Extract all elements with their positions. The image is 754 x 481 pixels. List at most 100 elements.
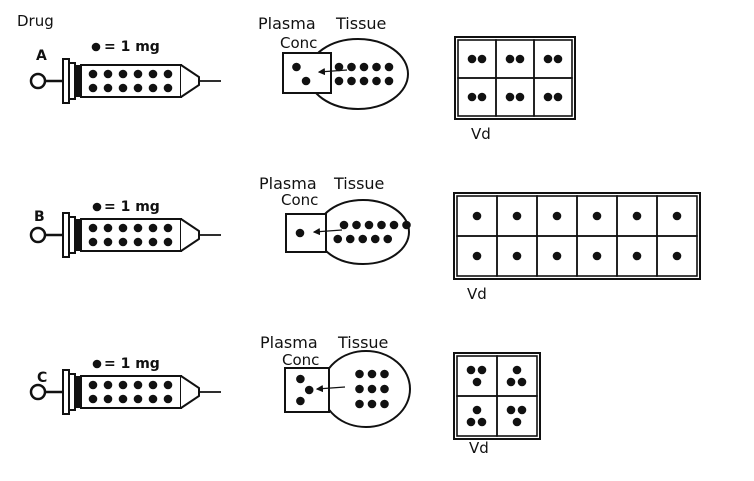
panel-a-vd-cell (495, 39, 535, 79)
panel-c-syringe-dot (103, 380, 113, 390)
panel-b-syringe-dot (118, 223, 128, 233)
panel-a-vd-dot (543, 54, 553, 64)
panel-b-syringe-dot (103, 237, 113, 247)
panel-b-tissue-dot (370, 234, 380, 244)
panel-c-syringe-tip (180, 375, 200, 409)
panel-b-legend-dot (92, 202, 102, 212)
panel-c-tissue-dot (367, 369, 377, 379)
panel-a-vd-cell (457, 39, 497, 79)
panel-c-vd-dot (506, 377, 516, 387)
panel-b-tissue-dot (352, 220, 361, 230)
panel-c-syringe-dot (88, 380, 98, 390)
panel-b-tissue-dot (345, 234, 355, 244)
panel-a-vd-cell (533, 39, 573, 79)
panel-c-tissue-dot (367, 384, 377, 394)
panel-b-tissue-dot (402, 220, 411, 230)
panel-a-tissue-dot (334, 76, 344, 86)
panel-a-syringe-dot (118, 69, 128, 79)
panel-a-vd-dot (515, 54, 525, 64)
panel-c (29, 350, 541, 440)
panel-c-legend: = 1 mg (104, 356, 160, 372)
panel-a-conc-label: Conc (280, 34, 318, 52)
panel-c-syringe-dot (133, 380, 143, 390)
panel-a-vd-cell (457, 77, 497, 117)
panel-a-vd-dot (467, 92, 477, 102)
panel-a-vd-cell (533, 77, 573, 117)
panel-a-tissue-dot (384, 76, 394, 86)
panel-c-vd-dot (512, 417, 522, 427)
panel-a-tissue-label: Tissue (336, 14, 387, 33)
panel-b-tissue-dot (333, 234, 343, 244)
panel-c-syringe-ring (29, 383, 47, 401)
panel-c-tissue-dot (355, 384, 364, 394)
panel-b-tissue-dot (383, 234, 393, 244)
panel-c-tissue-dot (380, 369, 389, 379)
panel-c-letter: C (37, 370, 48, 386)
panel-a-syringe-plunger (75, 65, 81, 97)
panel-a-syringe-dot (148, 69, 158, 79)
panel-c-vd-dot (466, 365, 476, 375)
panel-c-legend-dot (92, 359, 102, 369)
panel-c-vd-dot (477, 365, 487, 375)
panel-a-vd-frame (454, 36, 576, 120)
panel-c-vd-frame (453, 352, 541, 440)
panel-b-tissue-compartment (316, 199, 410, 265)
panel-c-vd-dot (506, 405, 516, 415)
panel-a-vd-cell (495, 77, 535, 117)
panel-a-syringe-tip (180, 64, 200, 98)
panel-b-tissue-dot (377, 220, 386, 230)
panel-a-transfer-arrow (317, 67, 348, 76)
panel-c-vd-dot (517, 405, 527, 415)
panel-c-syringe-dot (148, 394, 158, 404)
panel-b-syringe-collar (68, 216, 76, 254)
panel-c-tissue-dot (380, 384, 389, 394)
panel-a-syringe-dot (133, 83, 143, 93)
panel-b-vd-cell (656, 235, 698, 277)
panel-a-syringe-dot (163, 69, 173, 79)
panel-c-vd-dot (472, 405, 482, 415)
panel-c-plasma-dot (304, 385, 314, 395)
panel-c-vd-dot (472, 377, 482, 387)
panel-b-syringe-dot (163, 237, 173, 247)
panel-b (29, 192, 701, 280)
panel-b-syringe-plunger (75, 219, 81, 251)
panel-c-tissue-compartment (321, 350, 411, 428)
panel-b-vd-dot (512, 211, 522, 221)
panel-b-syringe-barrel (80, 218, 182, 252)
panel-b-vd-dot (632, 211, 642, 221)
panel-b-conc-label: Conc (281, 191, 319, 209)
panel-c-vd-cell (456, 395, 498, 437)
panel-b-syringe-dot (88, 223, 98, 233)
panel-a-syringe-ring (29, 72, 47, 90)
panel-a-plasma-dot (301, 76, 311, 86)
panel-a-syringe-dot (148, 83, 158, 93)
panel-b-plasma-label: Plasma (259, 174, 317, 193)
panel-a-syringe-dot (103, 69, 113, 79)
panel-c-vd-cell (496, 355, 538, 397)
panel-b-plasma-compartment (285, 213, 327, 253)
panel-c-tissue-dot (367, 399, 377, 409)
panel-b-syringe-dot (103, 223, 113, 233)
panel-b-syringe-ring (29, 226, 47, 244)
panel-a-syringe-dot (163, 83, 173, 93)
panel-b-vd-dot (552, 251, 562, 261)
panel-b-syringe-dot (163, 223, 173, 233)
panel-a-vd-dot (515, 92, 525, 102)
panel-a (29, 36, 576, 120)
panel-a-plasma-dot (292, 62, 301, 72)
panel-a-syringe-dot (103, 83, 113, 93)
panel-a-vd-dot (505, 54, 515, 64)
panel-b-syringe-dot (148, 237, 158, 247)
panel-c-vd-cell (456, 355, 498, 397)
panel-c-tissue-label: Tissue (338, 333, 389, 352)
panel-c-tissue-dot (355, 399, 364, 409)
panel-b-vd-dot (592, 251, 602, 261)
panel-a-letter: A (36, 48, 47, 64)
panel-b-letter: B (34, 209, 45, 225)
panel-a-tissue-dot (334, 62, 344, 72)
panel-b-tissue-dot (364, 220, 374, 230)
panel-b-syringe-dot (118, 237, 128, 247)
panel-b-plasma-dot (295, 228, 305, 238)
panel-c-syringe-plunger (75, 376, 81, 408)
panel-a-tissue-dot (359, 62, 369, 72)
